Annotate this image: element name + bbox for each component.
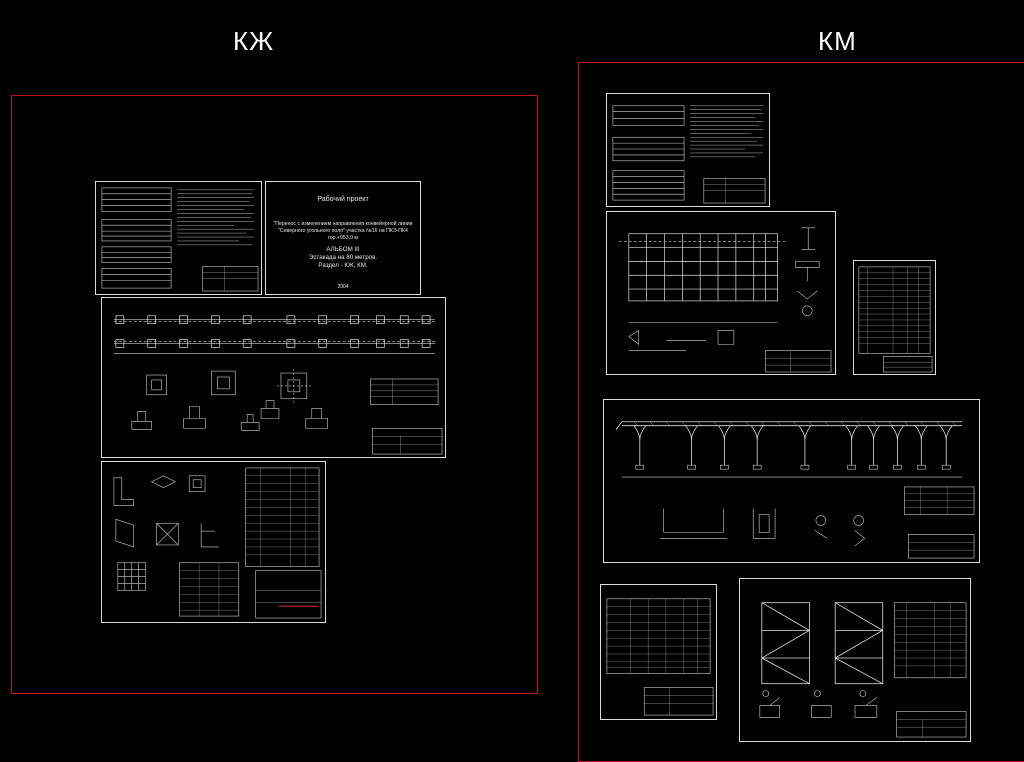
title-sheet-year: 2004 — [337, 284, 349, 290]
trestle-profile-drawing — [615, 421, 975, 559]
title-sheet-line-1: Рабочий проект — [317, 196, 369, 203]
km-notes-drawing — [612, 105, 766, 204]
section-label-km: КМ — [818, 26, 857, 56]
foundation-plan-drawing — [113, 315, 443, 455]
title-sheet-line-6: Эстакада на 80 метров. — [308, 254, 378, 261]
sheet-km-bracing-frames[interactable] — [739, 578, 971, 742]
specification-table-drawing — [858, 266, 933, 373]
title-sheet-line-2: "Перенос с изменением направления конвей… — [273, 221, 413, 227]
title-sheet-line-5: АЛЬБОМ III — [326, 246, 360, 253]
steel-table-drawing — [606, 598, 714, 716]
sheet-foundation-reinforcement[interactable] — [101, 461, 326, 623]
sheet-km-specification[interactable] — [853, 260, 936, 375]
bracing-frames-drawing — [759, 602, 967, 738]
section-label-kzh: КЖ — [233, 26, 275, 56]
sheet-km-steel-table[interactable] — [600, 584, 717, 720]
sheet-km-trestle-profile[interactable] — [603, 399, 980, 563]
title-sheet-line-7: Раздел - КЖ, КМ. — [318, 262, 368, 269]
notes-drawing — [101, 187, 259, 292]
sheet-km-general-notes[interactable] — [606, 93, 770, 207]
sheet-kzh-general-notes[interactable] — [95, 181, 262, 295]
title-sheet-line-4: гор.+953,0 м — [327, 235, 358, 241]
sheet-km-framing-plan[interactable] — [606, 211, 836, 375]
sheet-foundation-plan[interactable] — [101, 297, 446, 458]
sheet-title-page[interactable]: Рабочий проект "Перенос с изменением нап… — [265, 181, 421, 295]
kzh-section-frame — [11, 95, 538, 694]
framing-plan-drawing — [618, 227, 832, 373]
reinforcement-drawing — [113, 467, 322, 619]
title-sheet-line-3: "Северного угольного поля" участка №16 н… — [278, 228, 408, 234]
